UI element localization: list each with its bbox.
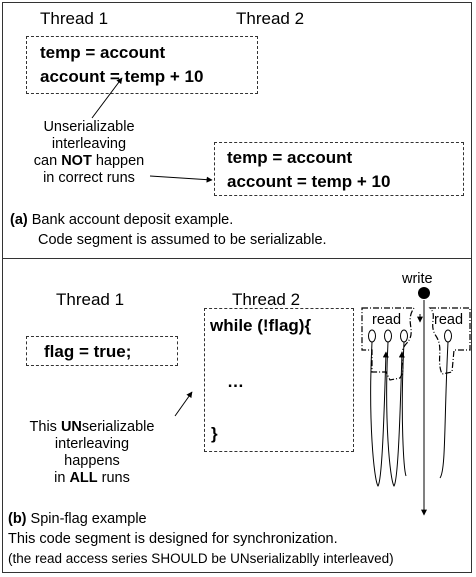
read-loop-2 [386,341,405,487]
write-label: write [402,271,433,287]
write-dot [418,287,430,299]
spin-note-line2: interleaving [54,436,130,452]
panel-b-caption-line1: (b) Spin-flag example [8,512,147,527]
panel-a-caption-line2: Code segment is assumed to be serializab… [38,232,327,248]
spin-note-bold: UN [60,419,82,435]
panel-b-thread2-label: Thread 2 [232,290,301,309]
spin-note-line1: This UNserializable [4,420,180,435]
note-line3-suffix: happen [91,153,145,169]
spin-loop-line1: while (!flag){ [210,316,312,335]
panel-a-caption-line1: (a) Bank account deposit example. [10,213,233,228]
spin-note-line4: in ALL runs [4,471,180,486]
panel-b-caption-tag: (b) [8,511,27,527]
read-oval-2 [384,329,392,343]
read-group-2-boundary [428,307,471,375]
figure-frame [2,2,472,573]
panel-a-thread1-label: Thread 1 [40,9,109,28]
spin-note-rest: serializable [81,419,155,435]
read-oval-1 [368,329,376,343]
panel-a-thread2-label: Thread 2 [236,9,305,28]
spin-note-arrow [174,391,193,417]
flag-set-code: flag = true; [44,342,132,361]
read-group-1-boundary [361,307,416,381]
thread2-code-line2: account = temp + 10 [227,172,391,191]
note-line3-prefix: can [33,153,62,169]
thread1-code-line1: temp = account [40,43,166,62]
unserializable-note-line1: Unserializable [43,119,135,135]
read-loop-1 [370,341,389,487]
note-to-box1-arrow [91,77,123,119]
spin-note-line4-bold: ALL [69,470,98,486]
read-loops [368,329,452,487]
read-loop-3 [401,341,407,477]
spin-note-line4-prefix: in [54,470,70,486]
flag-set-box: flag = true; [26,336,178,366]
thread1-code-line2: account = temp + 10 [40,67,204,86]
panel-b-caption-text: Spin-flag example [26,511,147,527]
spin-loop-line3: } [211,424,218,443]
panel-b-caption-line2: This code segment is designed for synchr… [8,531,338,547]
read-oval-3 [400,329,408,343]
read-loop-4 [439,341,449,479]
read-oval-4 [444,329,452,343]
panel-b-thread1-label: Thread 1 [56,290,125,309]
note-to-box2-arrow [149,175,213,183]
spin-loop-box: while (!flag){ … } [204,308,354,452]
thread1-code-box: temp = account account = temp + 10 [26,36,258,94]
thread2-code-line1: temp = account [227,148,353,167]
unserializable-note-line3: can NOT happen [4,154,174,169]
panel-divider [2,258,472,259]
note-line3-bold: NOT [61,153,92,169]
spin-note-line3: happens [64,453,120,469]
unserializable-note-line2: interleaving [51,136,127,152]
read-label-2: read [434,312,464,328]
spin-loop-line2: … [227,372,244,391]
panel-a-caption-text: Bank account deposit example. [27,212,234,228]
thread2-code-box: temp = account account = temp + 10 [214,142,464,196]
panel-b-caption-line3: (the read access series SHOULD be UNseri… [8,551,394,566]
panel-a-caption-tag: (a) [10,212,28,228]
spin-note-prefix: This [29,419,61,435]
spin-note-line4-suffix: runs [97,470,130,486]
unserializable-note-line4: in correct runs [43,170,135,186]
read-label-1: read [372,312,402,328]
